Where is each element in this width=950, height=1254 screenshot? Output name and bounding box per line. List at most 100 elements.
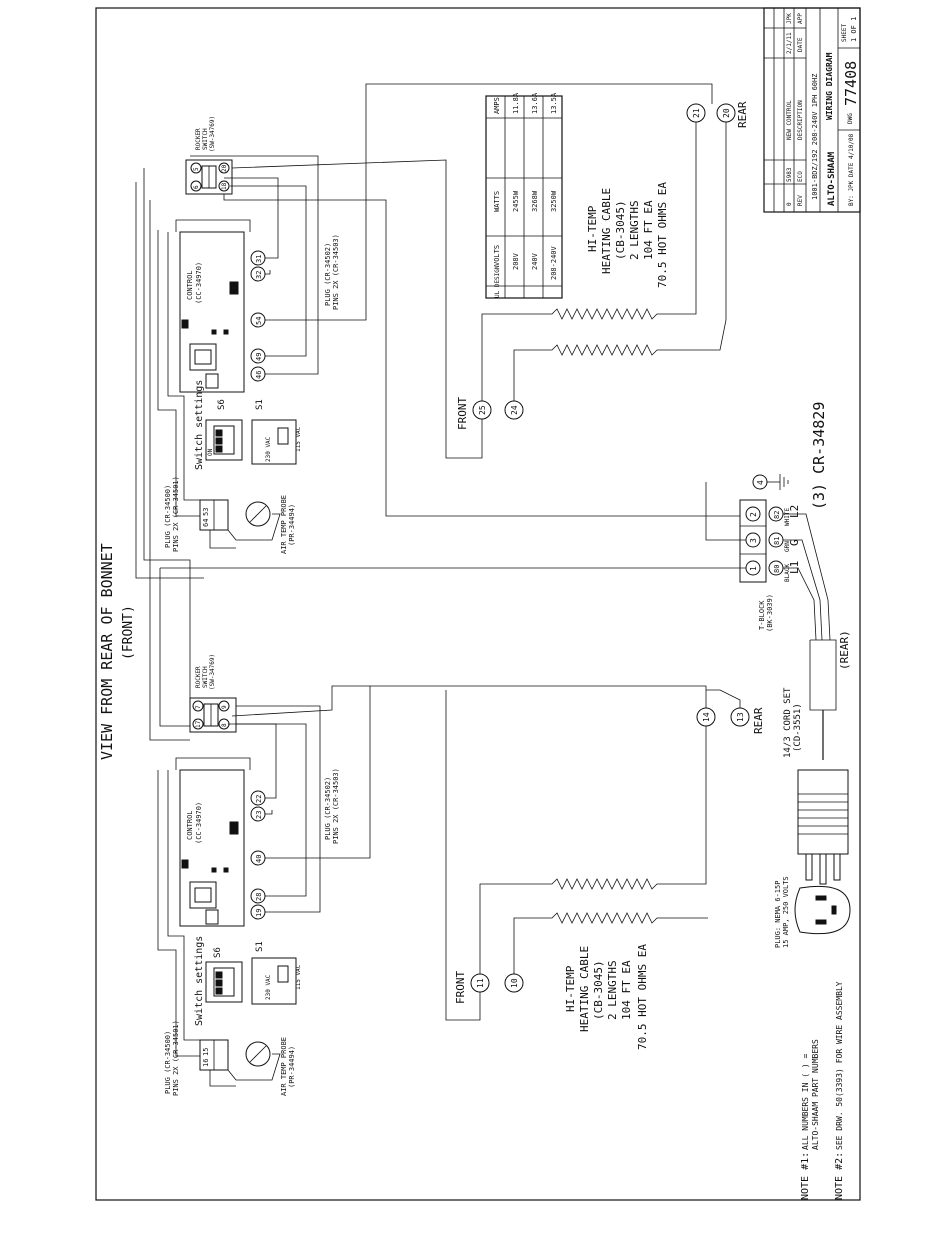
control-top-line1: CONTROL bbox=[186, 270, 194, 300]
terminal-label: 9 bbox=[221, 705, 228, 709]
plug-spec-line1: PLUG: NEMA 6-15P bbox=[774, 881, 782, 948]
terminal-label: 31 bbox=[255, 255, 263, 263]
spec-header-design: UL DESIGN bbox=[494, 265, 501, 298]
cable-bottom-line3: (CB-3045) bbox=[592, 960, 605, 1020]
cord-line1: 14/3 CORD SET bbox=[783, 687, 793, 758]
view-subtitle: (FRONT) bbox=[121, 605, 136, 660]
tblock-terminal-2 bbox=[745, 506, 761, 522]
terminal-label: 80 bbox=[773, 565, 781, 573]
plug-bottom-right-line1: PLUG (CR-34502) bbox=[324, 777, 332, 840]
voltage-switch-s1-bottom bbox=[251, 957, 297, 1005]
cable-top-line4: 2 LENGTHS bbox=[628, 200, 641, 260]
s1-230-bottom: 230 VAC bbox=[265, 974, 272, 1000]
s6-label-bottom: S6 bbox=[213, 947, 223, 958]
terminal-label: 13 bbox=[736, 712, 745, 722]
rev-row-rev: 0 bbox=[786, 202, 793, 206]
nema-plug bbox=[797, 769, 849, 885]
rocker-top-line1: ROCKER bbox=[195, 128, 202, 150]
terminal-label: 18 bbox=[221, 182, 228, 190]
probe-bottom-line1: AIR TEMP PROBE bbox=[280, 1037, 288, 1096]
cable-bottom-line5: 104 FT EA bbox=[620, 960, 633, 1020]
terminal-5 bbox=[190, 162, 202, 174]
connector-part: (3) CR-34829 bbox=[810, 402, 828, 510]
terminal-21 bbox=[686, 103, 706, 123]
note2-label: NOTE #2: bbox=[834, 1152, 845, 1200]
spec-cell: 3250W bbox=[550, 190, 558, 212]
spec-cell: 240V bbox=[531, 252, 539, 270]
cord-line2: (CD-3551) bbox=[793, 703, 803, 752]
rev-header-app: APP bbox=[797, 13, 804, 24]
spec-table bbox=[485, 95, 563, 299]
rocker-bottom-line1: ROCKER bbox=[195, 666, 202, 688]
wires-power bbox=[160, 482, 837, 760]
cable-bottom-line6: 70.5 HOT OHMS EA bbox=[636, 944, 649, 1050]
company-name: ALTO-SHAAM bbox=[827, 151, 837, 206]
air-temp-probe-top bbox=[245, 501, 271, 527]
rocker-bottom-line3: (SW-34769) bbox=[209, 654, 216, 690]
terminal-label: 5 bbox=[193, 167, 200, 171]
terminal-label: 28 bbox=[255, 893, 263, 901]
rocker-top-line2: SWITCH bbox=[202, 128, 209, 150]
front-label-bottom: FRONT bbox=[454, 971, 467, 1004]
terminal-label: 16 bbox=[202, 1059, 210, 1067]
switch-settings-top: Switch settings bbox=[194, 380, 205, 470]
terminal-20 bbox=[716, 103, 736, 123]
plug-top-right-line2: PINS 2X (CR-34503) bbox=[332, 234, 340, 310]
terminal-label: 17 bbox=[195, 720, 202, 728]
drawing-border bbox=[95, 7, 861, 1201]
front-label-top: FRONT bbox=[456, 397, 469, 430]
dip-switch-s6-top bbox=[205, 419, 243, 461]
s1-label-bottom: S1 bbox=[255, 941, 265, 952]
rocker-top-line3: (SW-34769) bbox=[209, 116, 216, 152]
line-l2: L2 bbox=[788, 505, 801, 518]
plug-bottom-left-line1: PLUG (CR-34500) bbox=[164, 1031, 172, 1094]
rocker-bottom-line2: SWITCH bbox=[202, 666, 209, 688]
cable-top-line2: HEATING CABLE bbox=[600, 188, 613, 274]
dip-switch-s6-bottom bbox=[205, 961, 243, 1003]
line-l1: L1 bbox=[788, 561, 801, 574]
s1-115-top: 115 VAC bbox=[295, 426, 302, 452]
sheet-value: 1 OF 1 bbox=[850, 17, 858, 42]
terminal-label: 8 bbox=[221, 723, 228, 727]
tblock-label: T-BLOCK bbox=[758, 600, 766, 630]
plug-top-right-line1: PLUG (CR-34502) bbox=[324, 243, 332, 306]
terminal-label: 2 bbox=[749, 512, 758, 517]
drawing-title: WIRING DIAGRAM bbox=[825, 52, 834, 120]
control-bottom-line1: CONTROL bbox=[186, 810, 194, 840]
switch-settings-bottom: Switch settings bbox=[194, 936, 205, 1026]
terminal-20r bbox=[218, 162, 230, 174]
terminal-label: 24 bbox=[510, 405, 519, 415]
terminal-label: 49 bbox=[255, 353, 263, 361]
plug-face bbox=[794, 885, 851, 935]
plug-top-left-line1: PLUG (CR-34500) bbox=[164, 485, 172, 548]
spec-cell: 3268W bbox=[531, 190, 539, 212]
terminal-label: 23 bbox=[255, 811, 263, 819]
note1-line2: ALTO-SHAAM PART NUMBERS bbox=[811, 1039, 820, 1150]
probe-top-line2: (PR-34494) bbox=[288, 504, 296, 546]
rev-row-app: JPK bbox=[786, 13, 793, 24]
spec-cell: 2455W bbox=[512, 190, 520, 212]
view-title: VIEW FROM REAR OF BONNET bbox=[98, 543, 116, 760]
probe-bottom-line2: (PR-34494) bbox=[288, 1046, 296, 1088]
terminal-label: 22 bbox=[255, 795, 263, 803]
cable-bottom-line1: HI-TEMP bbox=[564, 965, 577, 1012]
terminal-24 bbox=[504, 400, 524, 420]
s1-230-top: 230 VAC bbox=[265, 436, 272, 462]
note1-line1: ALL NUMBERS IN ( ) = bbox=[801, 1053, 810, 1150]
sheet-label: SHEET bbox=[841, 24, 848, 42]
control-board-top bbox=[179, 231, 245, 393]
rear-label-cord: (REAR) bbox=[838, 630, 851, 670]
spec-cell: 11.8A bbox=[512, 92, 520, 114]
line-g: G bbox=[788, 539, 801, 546]
cable-top-line3: (CB-3045) bbox=[614, 200, 627, 260]
wires-top bbox=[135, 83, 750, 698]
rear-label-top: REAR bbox=[736, 101, 749, 128]
terminal-label: 20 bbox=[221, 164, 228, 172]
ground-symbol bbox=[767, 474, 789, 490]
wires-bottom bbox=[149, 200, 741, 1087]
cable-bottom-line4: 2 LENGTHS bbox=[606, 960, 619, 1020]
cable-top-line5: 104 FT EA bbox=[642, 200, 655, 260]
terminal-label: 81 bbox=[773, 537, 781, 545]
rev-row-description: NEW CONTROL bbox=[786, 100, 793, 140]
